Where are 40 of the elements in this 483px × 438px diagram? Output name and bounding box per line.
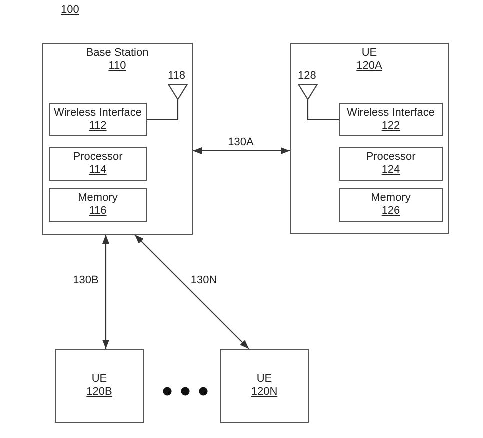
component-box — [49, 103, 147, 136]
block-label: UE — [362, 47, 378, 60]
device-box — [290, 43, 449, 234]
connector-line — [147, 100, 179, 121]
reference-numeral: 126 — [382, 205, 400, 218]
block-label: Wireless Interface — [54, 106, 142, 120]
block-label: UE — [92, 373, 108, 386]
figure-number: 100 — [61, 4, 80, 17]
reference-numeral: 112 — [89, 120, 107, 132]
component-box — [49, 188, 147, 222]
reference-numeral: 114 — [89, 164, 107, 177]
reference-numeral: 110 — [108, 60, 126, 73]
block-label: UE — [256, 373, 272, 386]
reference-numeral: 116 — [89, 205, 107, 218]
component-box — [339, 188, 443, 222]
device-box — [55, 349, 144, 423]
antenna-symbol — [168, 84, 188, 100]
component-box — [49, 147, 147, 181]
reference-numeral: 120N — [251, 386, 278, 399]
connector-line — [307, 100, 339, 121]
block-label: Base Station — [86, 47, 149, 60]
double-arrow — [134, 234, 250, 350]
block-label: Memory — [78, 192, 118, 205]
block-label: Processor — [366, 151, 416, 164]
double-arrow — [102, 235, 110, 349]
block-label: Processor — [73, 151, 123, 164]
reference-numeral: 120A — [356, 60, 382, 73]
device-box — [42, 43, 193, 235]
device-box — [220, 349, 309, 423]
reference-numeral: 124 — [382, 164, 400, 177]
reference-numeral: 128 — [298, 70, 316, 83]
reference-numeral: 120B — [86, 386, 112, 399]
antenna-symbol — [298, 84, 318, 100]
block-label: Memory — [371, 192, 411, 205]
component-box — [339, 147, 443, 181]
double-arrow — [193, 148, 290, 154]
block-label: Wireless Interface — [346, 106, 436, 120]
reference-numeral: 122 — [382, 120, 400, 132]
component-box — [339, 103, 443, 136]
reference-numeral: 118 — [168, 70, 186, 83]
